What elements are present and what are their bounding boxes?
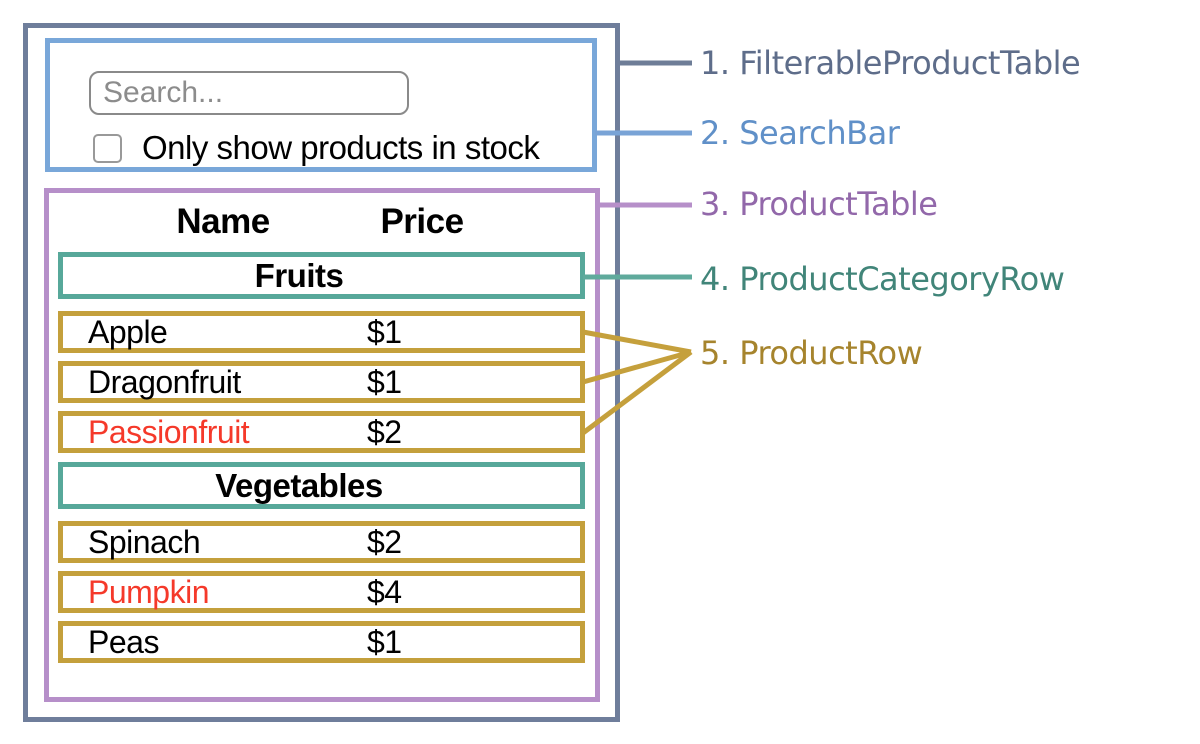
- product-row-passionfruit: Passionfruit $2: [58, 411, 585, 453]
- product-name: Apple: [88, 313, 168, 350]
- product-name: Pumpkin: [88, 573, 210, 610]
- annotation-filterable-product-table: 1. FilterableProductTable: [700, 44, 1081, 82]
- product-row-spinach: Spinach $2: [58, 521, 585, 563]
- annotation-search-bar: 2. SearchBar: [700, 114, 900, 152]
- column-header-price: Price: [380, 202, 464, 241]
- stock-filter-row: Only show products in stock: [93, 129, 540, 167]
- product-table-box: Name Price Fruits Apple $1 Dragonfruit $…: [44, 188, 600, 702]
- in-stock-checkbox-label: Only show products in stock: [142, 129, 540, 166]
- product-row-pumpkin: Pumpkin $4: [58, 571, 585, 613]
- column-header-name: Name: [176, 202, 270, 241]
- product-name: Peas: [88, 623, 159, 660]
- category-label: Vegetables: [215, 466, 383, 504]
- annotation-product-category-row: 4. ProductCategoryRow: [700, 260, 1065, 298]
- product-price: $1: [367, 623, 402, 660]
- annotation-product-row: 5. ProductRow: [700, 334, 923, 372]
- product-name: Dragonfruit: [88, 363, 241, 400]
- category-label: Fruits: [254, 256, 344, 294]
- product-price: $4: [367, 573, 402, 610]
- table-header-row: Name Price: [49, 193, 595, 252]
- product-price: $1: [367, 363, 402, 400]
- in-stock-checkbox[interactable]: [93, 133, 122, 163]
- product-category-row-fruits: Fruits: [58, 252, 585, 299]
- product-row-apple: Apple $1: [58, 311, 585, 353]
- annotation-product-table: 3. ProductTable: [700, 185, 938, 223]
- product-name: Passionfruit: [88, 413, 250, 450]
- filterable-product-table-box: Only show products in stock Name Price F…: [23, 23, 620, 722]
- search-bar-box: Only show products in stock: [45, 38, 597, 172]
- product-row-peas: Peas $1: [58, 621, 585, 663]
- product-name: Spinach: [88, 523, 201, 560]
- product-price: $2: [367, 413, 402, 450]
- product-price: $2: [367, 523, 402, 560]
- product-category-row-vegetables: Vegetables: [58, 462, 585, 509]
- search-input[interactable]: [89, 71, 409, 115]
- product-price: $1: [367, 313, 402, 350]
- product-row-dragonfruit: Dragonfruit $1: [58, 361, 585, 403]
